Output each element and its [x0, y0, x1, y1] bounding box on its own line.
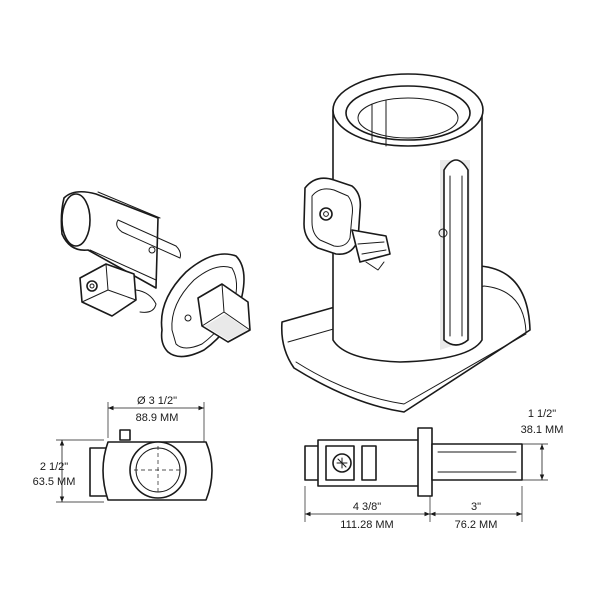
- square-length-imperial: 3": [471, 501, 481, 513]
- flange-diameter-metric: 88.9 MM: [136, 412, 179, 424]
- flange-diameter-imperial: Ø 3 1/2": [137, 395, 177, 407]
- flange-height-metric: 63.5 MM: [33, 476, 76, 488]
- socket-isometric-view: [280, 73, 531, 413]
- body-length-imperial: 4 3/8": [353, 501, 381, 513]
- bracket-isometric-view: [60, 190, 251, 358]
- flange-front-view: [56, 402, 213, 503]
- body-length-metric: 111.28 MM: [340, 519, 393, 531]
- flange-height-imperial: 2 1/2": [40, 461, 68, 473]
- square-width-metric: 38.1 MM: [521, 424, 564, 436]
- square-length-metric: 76.2 MM: [455, 519, 498, 531]
- post-side-view: [304, 427, 548, 522]
- square-width-imperial: 1 1/2": [528, 408, 556, 420]
